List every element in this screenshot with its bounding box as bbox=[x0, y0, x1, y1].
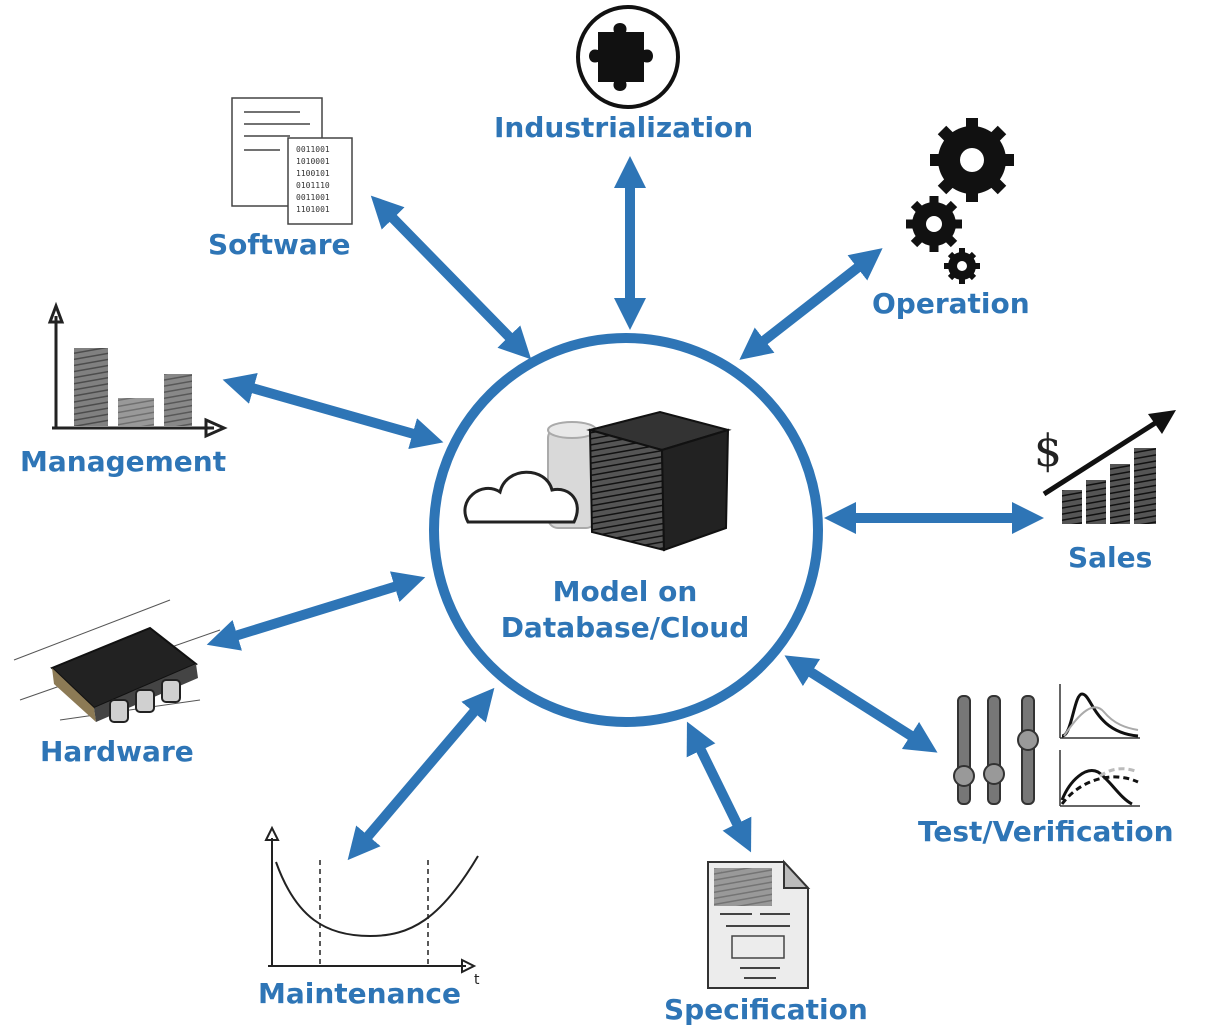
code-document-icon: 0011001 1010001 1100101 0101110 0011001 110… bbox=[231, 97, 353, 225]
svg-text:$: $ bbox=[1034, 426, 1062, 477]
svg-text:0011001: 0011001 bbox=[296, 145, 330, 154]
hub-label-line1: Model on bbox=[552, 575, 698, 608]
svg-text:1010001: 1010001 bbox=[296, 157, 330, 166]
svg-text:0101110: 0101110 bbox=[296, 181, 330, 190]
rising-sales-chart-icon: $ bbox=[1034, 410, 1176, 524]
sliders-and-plots-icon bbox=[953, 684, 1140, 807]
svg-text:0011001: 0011001 bbox=[296, 193, 330, 202]
label-industrialization: Industrialization bbox=[494, 111, 754, 144]
arrow-test bbox=[784, 655, 938, 753]
label-management: Management bbox=[20, 445, 227, 478]
arrow-management bbox=[222, 372, 444, 450]
hub-circle bbox=[429, 333, 823, 727]
label-maintenance: Maintenance bbox=[258, 977, 462, 1010]
label-software: Software bbox=[208, 228, 351, 261]
label-test-verification: Test/Verification bbox=[918, 815, 1174, 848]
label-operation: Operation bbox=[872, 287, 1030, 320]
hub-label: Model on Database/Cloud bbox=[470, 574, 780, 646]
arrow-operation bbox=[739, 248, 883, 360]
spec-document-icon bbox=[707, 859, 811, 989]
arrow-software bbox=[370, 195, 532, 360]
cloud-database-cube-icon bbox=[463, 410, 732, 552]
bathtub-curve-icon: t bbox=[264, 825, 480, 988]
svg-text:1101001: 1101001 bbox=[296, 205, 330, 214]
puzzle-piece-icon bbox=[576, 5, 680, 109]
gears-icon bbox=[906, 118, 1014, 284]
label-hardware: Hardware bbox=[40, 735, 194, 768]
hub-label-line2: Database/Cloud bbox=[500, 611, 750, 644]
bar-chart-icon bbox=[47, 301, 228, 439]
connector-arrows bbox=[206, 155, 1045, 861]
svg-text:t: t bbox=[474, 972, 480, 988]
arrow-maintenance bbox=[347, 687, 495, 861]
svg-text:1100101: 1100101 bbox=[296, 169, 330, 178]
label-sales: Sales bbox=[1068, 541, 1153, 574]
label-specification: Specification bbox=[664, 993, 868, 1026]
chip-icon bbox=[13, 599, 221, 723]
arrow-specification bbox=[686, 721, 752, 853]
arrow-hardware bbox=[206, 571, 426, 651]
